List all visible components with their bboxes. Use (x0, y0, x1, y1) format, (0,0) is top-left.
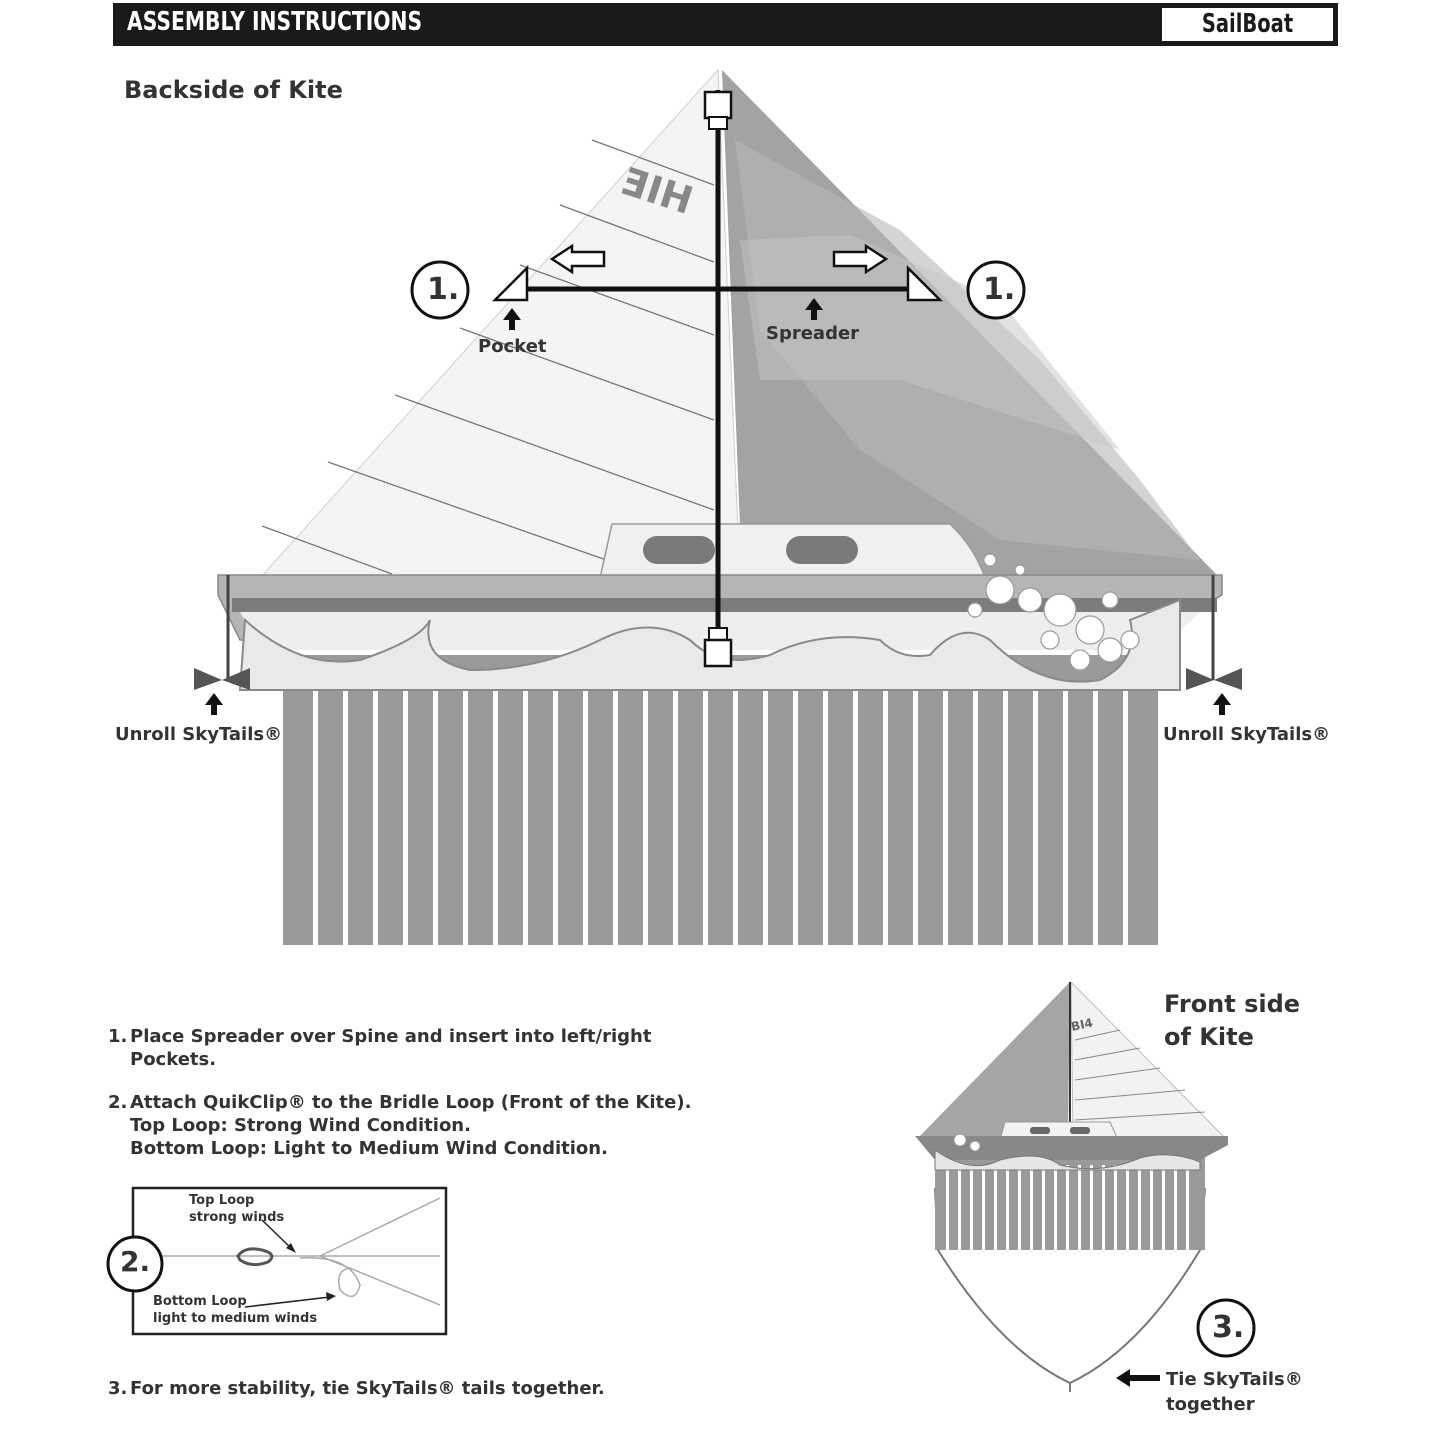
frontside-title-line-2: of Kite (1164, 1023, 1254, 1051)
step-1-number: 1. (108, 1026, 128, 1047)
step-2-line-1: Attach QuikClip® to the Bridle Loop (Fro… (130, 1092, 692, 1113)
step-3-circle (1196, 1298, 1256, 1358)
instruction-step-3: 3.For more stability, tie SkyTails® tail… (108, 1377, 605, 1400)
pocket-right (906, 264, 944, 302)
step-1-marker-left: 1. (427, 272, 460, 307)
bridle-lines (160, 1197, 441, 1306)
left-sail (258, 68, 741, 579)
porthole-right (786, 536, 858, 564)
frontside-title-line-1: Front side (1164, 990, 1301, 1018)
instruction-step-2: 2.Attach QuikClip® to the Bridle Loop (F… (108, 1091, 691, 1160)
model-name: SailBoat (1201, 9, 1294, 39)
top-loop-sublabel: strong winds (189, 1210, 285, 1225)
step-1-line-1: Place Spreader over Spine and insert int… (130, 1026, 652, 1047)
instruction-step-1: 1.Place Spreader over Spine and insert i… (108, 1025, 651, 1071)
tie-pointer-icon (1116, 1369, 1160, 1387)
tie-skytails-label: Tie SkyTails® (1166, 1369, 1303, 1390)
backside-title: Backside of Kite (124, 76, 343, 104)
step-3-line-1: For more stability, tie SkyTails® tails … (130, 1378, 605, 1399)
front-sail-number: BI4 (1070, 1016, 1094, 1034)
step-3-number: 3. (108, 1378, 128, 1399)
unroll-skytails-left: Unroll SkyTails® (115, 724, 283, 745)
pocket-label: Pocket (478, 336, 547, 357)
skytails-stripes (283, 655, 1158, 945)
step-1-line-2: Pockets. (130, 1049, 217, 1070)
model-name-box: SailBoat (1160, 6, 1335, 43)
spreader-pointer-icon (805, 298, 823, 320)
header-title: ASSEMBLY INSTRUCTIONS (127, 7, 423, 37)
top-loop-label: Top Loop (189, 1193, 255, 1208)
quikclip-icon (236, 1247, 274, 1267)
bottom-loop-sublabel: light to medium winds (153, 1311, 318, 1326)
frontside-kite-illustration (915, 980, 1228, 1392)
bridle-diagram-box (131, 1186, 448, 1336)
bottom-loop-label: Bottom Loop (153, 1294, 247, 1309)
unroll-left-pointer-icon (205, 693, 223, 715)
step-2-line-2: Top Loop: Strong Wind Condition. (130, 1115, 471, 1136)
porthole-left (643, 536, 715, 564)
unroll-right-pointer-icon (1213, 693, 1231, 715)
header-bar: ASSEMBLY INSTRUCTIONS SailBoat (113, 3, 1338, 46)
tail-bow-left (194, 668, 250, 690)
arrow-left (549, 243, 606, 275)
step-3-marker: 3. (1212, 1310, 1245, 1345)
pocket-pointer-icon (503, 308, 521, 330)
spreader-label: Spreader (766, 323, 860, 344)
step-1-circle-left (410, 260, 470, 320)
tail-bow-right (1186, 668, 1242, 690)
unroll-skytails-right: Unroll SkyTails® (1163, 724, 1331, 745)
step-2-circle (106, 1235, 164, 1293)
step-1-marker-right: 1. (983, 272, 1016, 307)
spray (967, 553, 1140, 671)
step-2-number: 2. (108, 1092, 128, 1113)
tie-together-label: together (1166, 1394, 1255, 1415)
step-2-line-3: Bottom Loop: Light to Medium Wind Condit… (130, 1138, 608, 1159)
pocket-left (491, 264, 529, 302)
step-2-marker: 2. (120, 1245, 151, 1278)
arrow-right (832, 243, 889, 275)
step-1-circle-right (966, 260, 1026, 320)
